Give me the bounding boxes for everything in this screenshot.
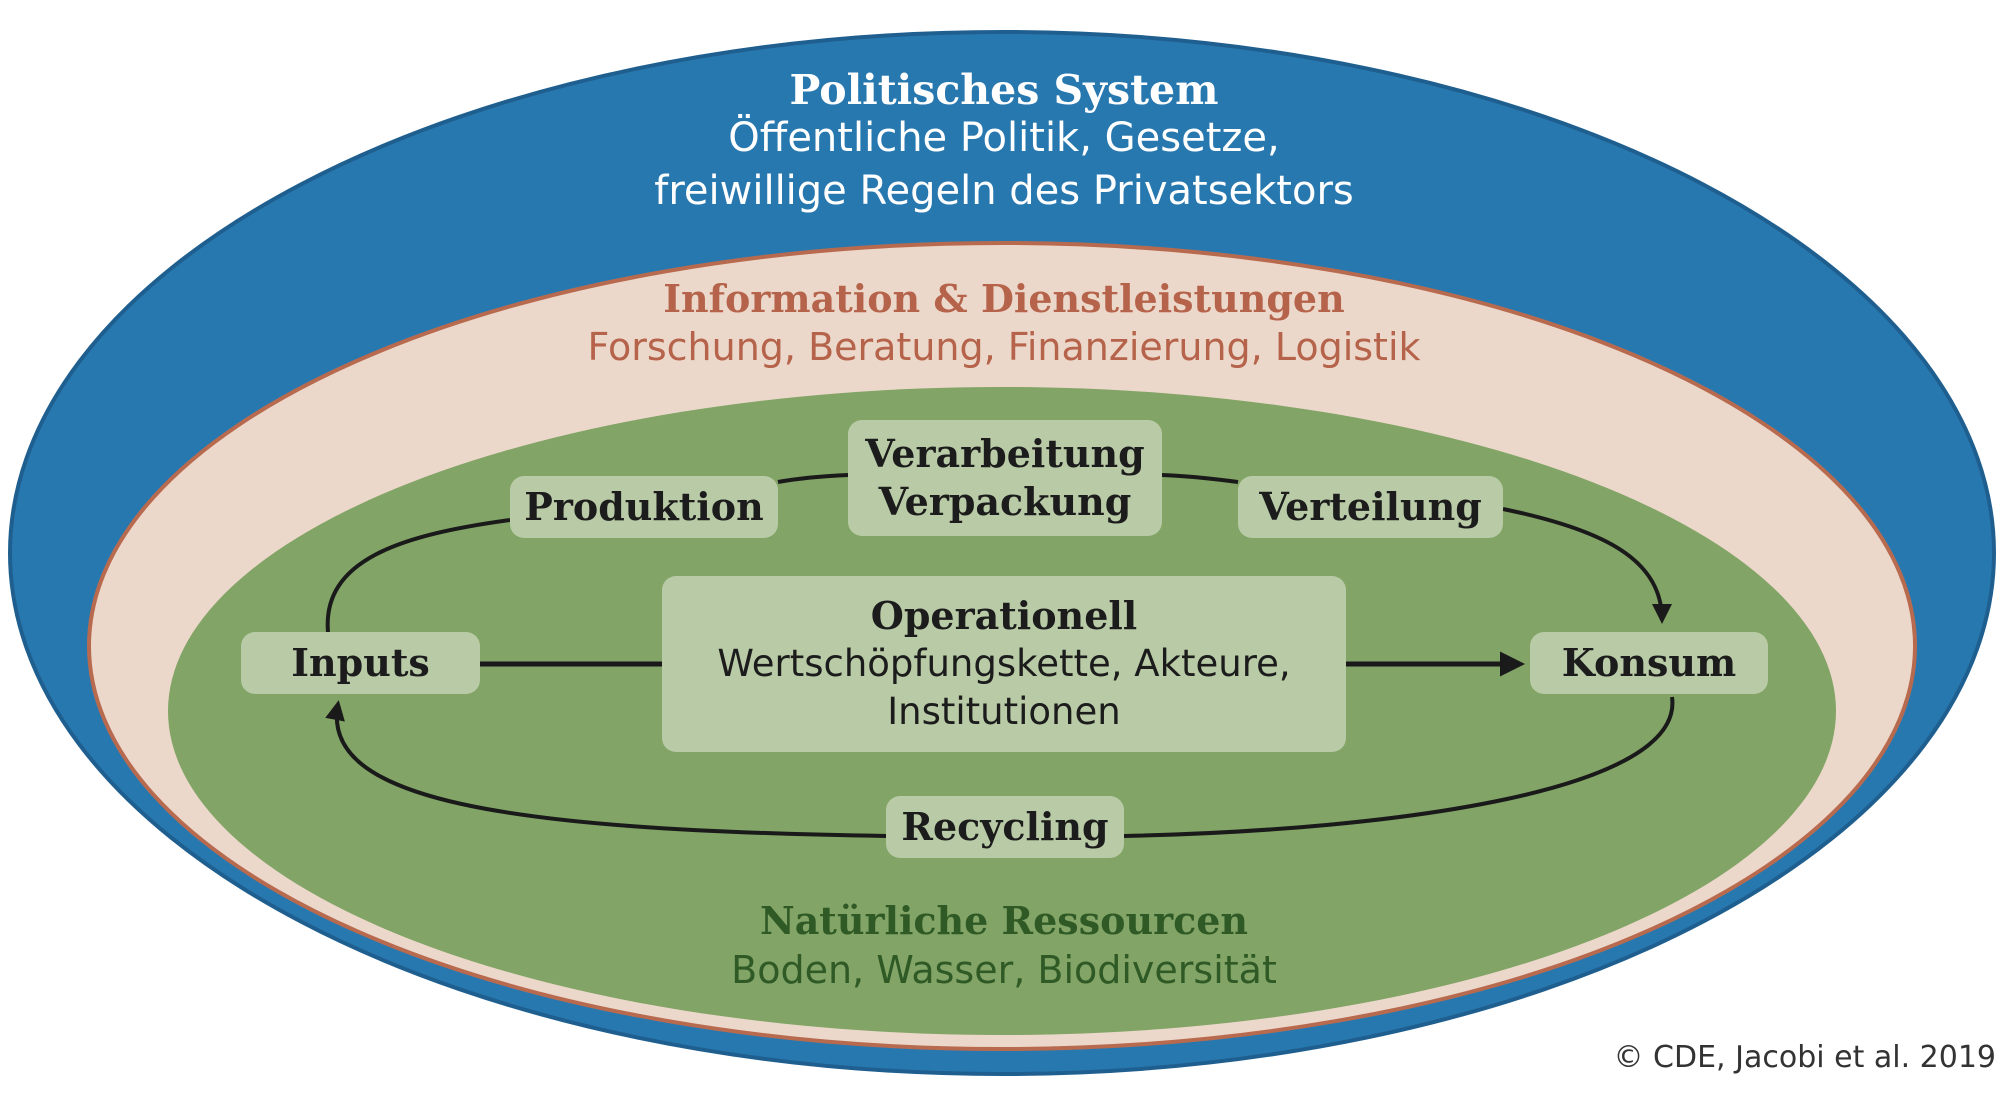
arrow-verteilung-to-konsum xyxy=(1502,507,1672,624)
node-konsum: Konsum xyxy=(1530,632,1768,694)
node-inputs-label: Inputs xyxy=(291,640,430,685)
node-verarbeitung-verpackung: Verarbeitung Verpackung xyxy=(848,420,1162,536)
political-system-title: Politisches System xyxy=(789,66,1219,114)
node-verarbeitung-label: Verarbeitung xyxy=(865,431,1145,476)
copyright-credit: © CDE, Jacobi et al. 2019 xyxy=(1613,1040,1997,1075)
arrow-recycling-to-inputs xyxy=(325,700,887,838)
arrow-produktion-to-verarbeitung xyxy=(777,473,849,484)
node-recycling-label: Recycling xyxy=(901,804,1109,849)
operationell-title: Operationell xyxy=(870,593,1138,638)
node-verteilung: Verteilung xyxy=(1238,476,1503,538)
arrow-konsum-to-recycling xyxy=(1123,696,1675,838)
node-inputs: Inputs xyxy=(241,632,480,694)
node-recycling: Recycling xyxy=(886,796,1124,858)
node-produktion: Produktion xyxy=(510,476,778,538)
operationell-line-2: Institutionen xyxy=(887,690,1121,733)
natural-resources-subtitle: Boden, Wasser, Biodiversität xyxy=(731,948,1277,992)
information-services-subtitle: Forschung, Beratung, Finanzierung, Logis… xyxy=(587,325,1421,369)
political-system-line-2: freiwillige Regeln des Privatsektors xyxy=(654,168,1354,214)
political-system-line-1: Öffentliche Politik, Gesetze, xyxy=(728,115,1280,161)
operationell-box: Operationell Wertschöpfungskette, Akteur… xyxy=(662,576,1346,752)
operationell-line-1: Wertschöpfungskette, Akteure, xyxy=(717,642,1291,685)
node-konsum-label: Konsum xyxy=(1561,640,1737,685)
node-verteilung-label: Verteilung xyxy=(1259,484,1482,529)
arrow-verarbeitung-to-verteilung xyxy=(1161,473,1239,484)
information-services-title: Information & Dienstleistungen xyxy=(663,276,1345,321)
node-produktion-label: Produktion xyxy=(524,484,764,529)
arrow-inputs-to-produktion xyxy=(325,518,511,633)
node-verpackung-label: Verpackung xyxy=(878,479,1132,524)
natural-resources-title: Natürliche Ressourcen xyxy=(759,898,1249,943)
